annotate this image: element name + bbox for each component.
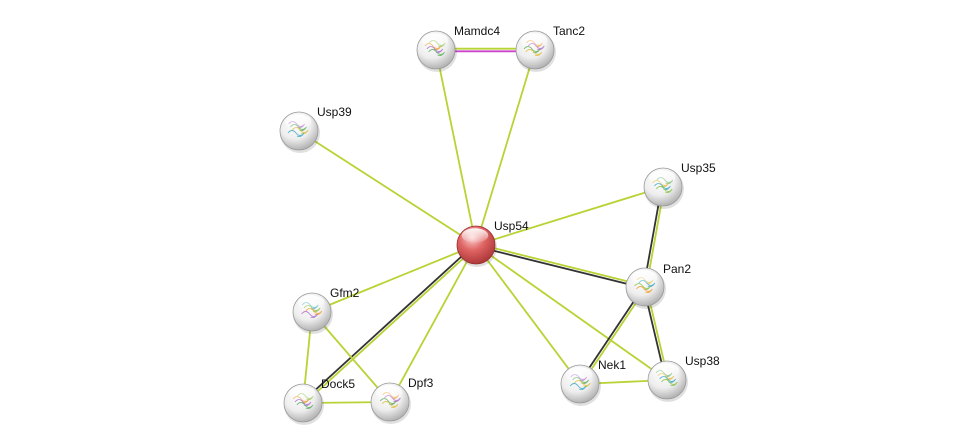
node-label-usp35: Usp35 [681, 161, 716, 175]
node-usp54[interactable]: Usp54 [456, 219, 529, 267]
node-label-mamdc4: Mamdc4 [454, 24, 500, 38]
structure-ribbon [296, 402, 314, 410]
node-usp39[interactable]: Usp39 [279, 105, 352, 153]
node-label-usp39: Usp39 [317, 105, 352, 119]
edge-usp54-usp38 [475, 244, 668, 381]
edge-pan2-nek1 [578, 285, 647, 386]
node-gloss [630, 270, 658, 285]
node-label-gfm2: Gfm2 [330, 286, 360, 300]
edge-line [580, 287, 647, 386]
structure-ribbon [636, 286, 653, 294]
edge-line [389, 244, 477, 403]
node-gfm2[interactable]: Gfm2 [292, 286, 360, 334]
edge-line [475, 186, 664, 246]
edge-usp54-dock5 [301, 243, 478, 405]
node-label-pan2: Pan2 [663, 262, 691, 276]
edge-usp54-dpf3 [389, 244, 477, 403]
edge-line [475, 245, 645, 290]
node-label-dock5: Dock5 [321, 377, 355, 391]
structure-ribbon [428, 49, 445, 57]
edge-line [303, 245, 478, 405]
edge-line [475, 244, 668, 381]
structure-ribbon [301, 311, 318, 319]
node-tanc2[interactable]: Tanc2 [515, 24, 585, 72]
node-label-nek1: Nek1 [598, 358, 626, 372]
node-label-usp38: Usp38 [685, 354, 720, 368]
node-gloss [648, 170, 676, 185]
node-gloss [284, 114, 312, 129]
edge-line [301, 243, 476, 403]
node-label-usp54: Usp54 [494, 219, 529, 233]
structure-ribbon [525, 49, 543, 57]
node-mamdc4[interactable]: Mamdc4 [416, 24, 500, 72]
edge-usp54-pan2 [475, 242, 646, 290]
edge-line [298, 130, 477, 246]
edge-usp54-nek1 [475, 244, 581, 385]
edge-line [475, 244, 581, 385]
node-label-dpf3: Dpf3 [408, 376, 434, 390]
edge-line [578, 285, 645, 384]
node-gloss [565, 367, 593, 382]
structure-ribbon [655, 186, 673, 194]
node-gloss [297, 295, 325, 310]
edge-line [311, 244, 477, 313]
edge-usp54-usp39 [298, 130, 477, 246]
edge-usp54-tanc2 [475, 49, 536, 246]
node-usp35[interactable]: Usp35 [643, 161, 716, 209]
node-gloss [375, 385, 403, 400]
edges-layer [298, 47, 670, 405]
structure-ribbon [287, 130, 305, 138]
edge-usp54-usp35 [475, 186, 664, 246]
edge-line [435, 49, 477, 246]
node-dock5[interactable]: Dock5 [283, 377, 355, 425]
node-gloss [288, 386, 316, 401]
node-nek1[interactable]: Nek1 [560, 358, 626, 406]
node-gloss [461, 228, 489, 243]
node-gloss [520, 33, 548, 48]
node-gloss [652, 363, 680, 378]
edge-gfm2-dpf3 [311, 311, 391, 403]
edge-line [476, 242, 646, 287]
structure-ribbon [569, 383, 587, 391]
structure-ribbon [661, 379, 678, 387]
edge-usp54-gfm2 [311, 244, 477, 313]
structure-ribbon [381, 401, 399, 409]
node-usp38[interactable]: Usp38 [647, 354, 720, 402]
node-dpf3[interactable]: Dpf3 [370, 376, 434, 424]
edge-usp54-mamdc4 [435, 49, 477, 246]
node-label-tanc2: Tanc2 [553, 24, 585, 38]
edge-line [475, 49, 536, 246]
node-pan2[interactable]: Pan2 [625, 262, 691, 309]
edge-line [311, 311, 391, 403]
node-gloss [421, 33, 449, 48]
